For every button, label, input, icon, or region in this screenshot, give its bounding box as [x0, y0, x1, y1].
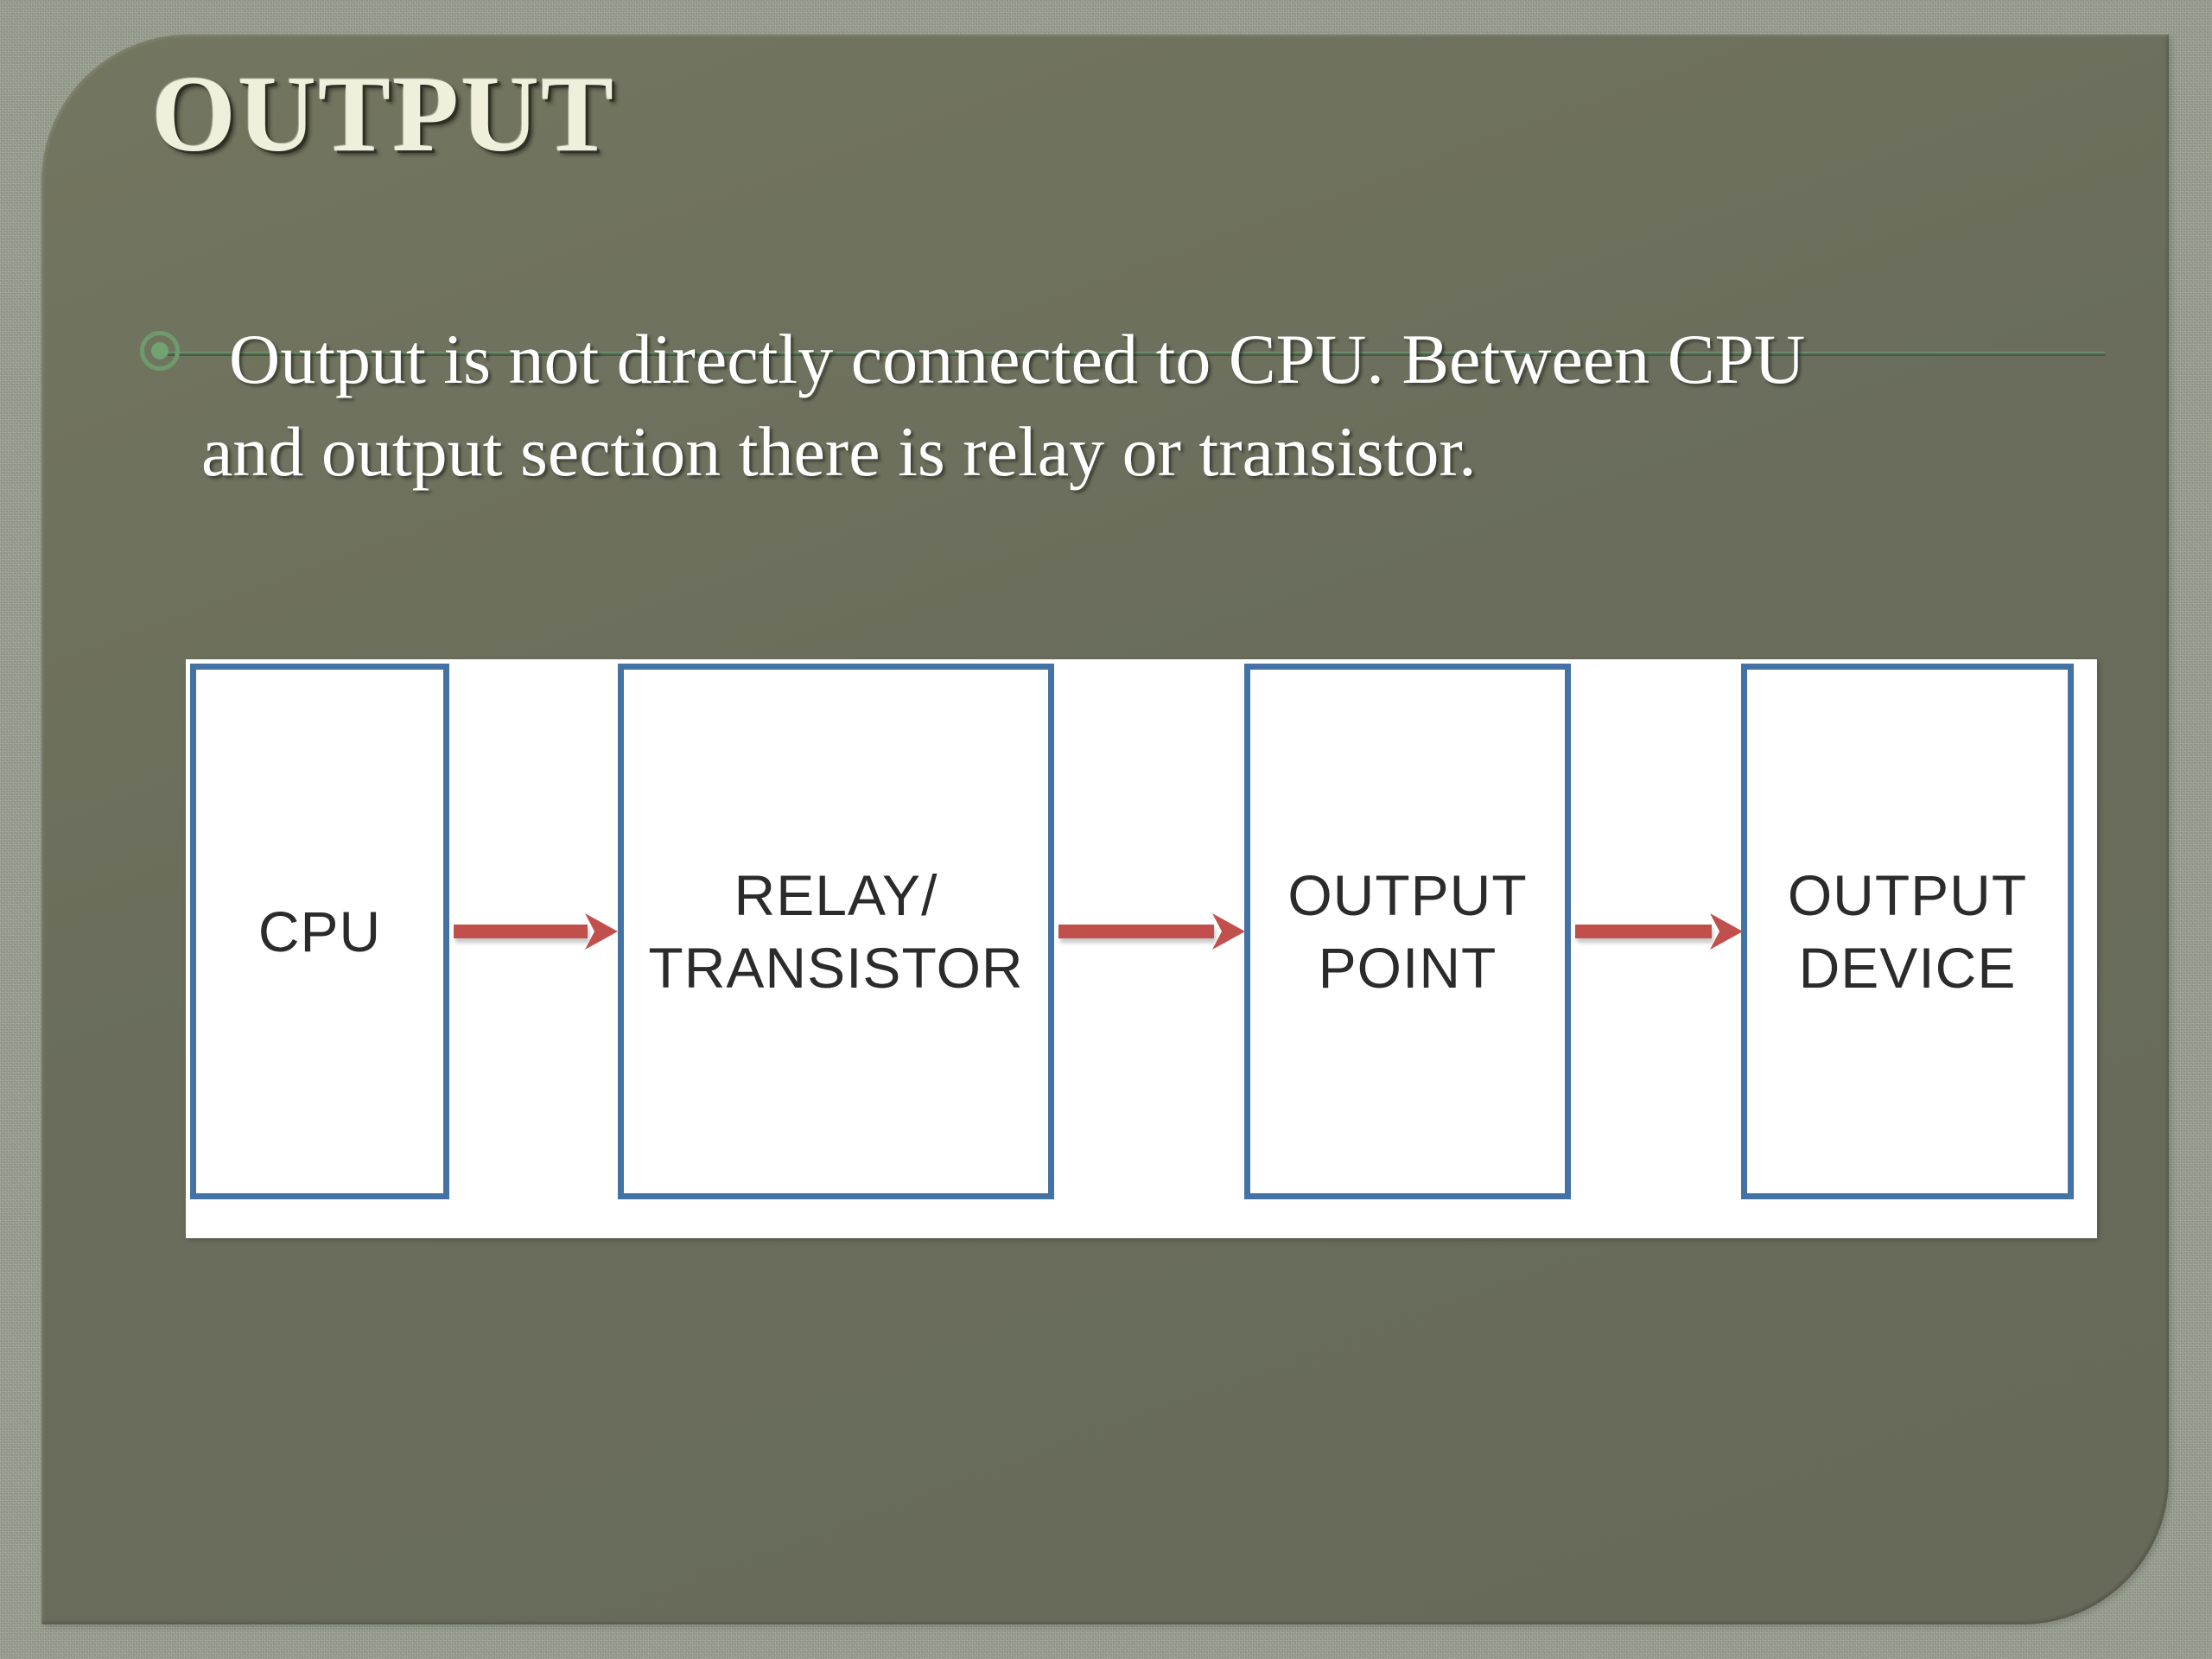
output-flow-diagram: CPU RELAY/ TRANSISTOR — [186, 659, 2097, 1238]
arrow-shaft — [454, 925, 588, 938]
diagram-node-output-point: OUTPUT POINT — [1244, 664, 1571, 1199]
target-bullet-icon — [140, 331, 180, 371]
arrow-shaft — [1575, 925, 1712, 938]
bullet-text-line-1: Output is not directly connected to CPU.… — [229, 320, 1806, 398]
diagram-node-output-point-line-1: OUTPUT — [1287, 862, 1528, 927]
arrow-right-icon — [580, 912, 620, 951]
diagram-node-relay-line-1: RELAY/ — [734, 862, 938, 927]
bullet-text: Output is not directly connected to CPU.… — [201, 314, 2108, 498]
arrow-right-icon — [1705, 912, 1745, 951]
bullet-text-line-2: and output section there is relay or tra… — [201, 411, 1477, 491]
diagram-node-relay-line-2: TRANSISTOR — [648, 936, 1024, 1000]
diagram-node-output-device-line-2: DEVICE — [1798, 936, 2017, 1000]
page-title: OUTPUT — [151, 54, 616, 175]
arrow-shaft — [1058, 925, 1214, 938]
diagram-node-cpu: CPU — [190, 664, 449, 1199]
diagram-arrow-output-point-to-output-device — [1575, 912, 1745, 951]
accent-rule-divider — [166, 352, 2106, 356]
diagram-arrow-cpu-to-relay — [454, 912, 620, 951]
diagram-node-relay-transistor: RELAY/ TRANSISTOR — [618, 664, 1054, 1199]
diagram-node-output-device-line-1: OUTPUT — [1787, 862, 2028, 927]
diagram-node-cpu-line-1: CPU — [257, 899, 382, 963]
diagram-arrow-relay-to-output-point — [1058, 912, 1247, 951]
diagram-node-output-device: OUTPUT DEVICE — [1741, 664, 2074, 1199]
arrow-right-icon — [1207, 912, 1247, 951]
diagram-node-output-point-line-2: POINT — [1318, 936, 1497, 1000]
bullet-paragraph: Output is not directly connected to CPU.… — [138, 320, 2106, 523]
